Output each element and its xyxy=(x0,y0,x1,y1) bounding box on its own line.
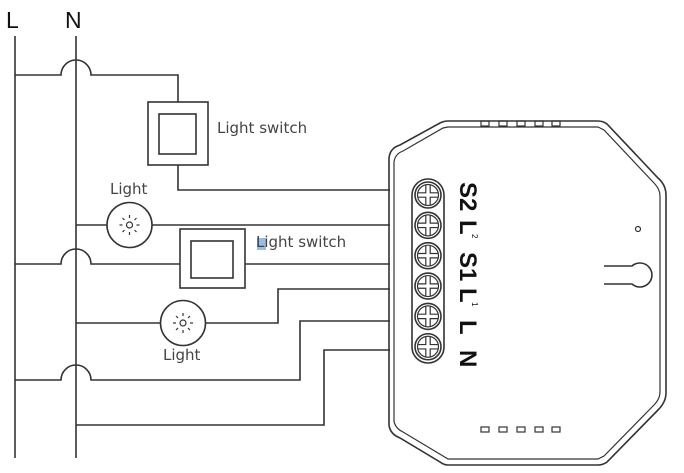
light-2-bulb-icon xyxy=(159,299,207,347)
terminal-screw-icon xyxy=(414,181,442,209)
light-1-label: Light xyxy=(110,180,148,198)
terminal-screw-icon xyxy=(414,211,442,240)
wire-l-to-l-terminal xyxy=(15,320,390,381)
wire-n-to-n-terminal xyxy=(76,349,390,426)
light-switch-2-label: Light switch xyxy=(256,233,346,251)
terminal-label: S1 xyxy=(454,252,481,281)
terminal-label: L xyxy=(454,288,481,303)
line-bus-label: L xyxy=(6,7,19,33)
light-switch-1 xyxy=(147,101,209,166)
terminal-screw-icon xyxy=(414,272,442,300)
light-switch-1-label: Light switch xyxy=(217,119,307,137)
terminal-screw-icon xyxy=(414,302,442,331)
terminal-label-superscript: 1 xyxy=(470,302,479,307)
wire-switch-1-to-s2 xyxy=(177,165,390,191)
terminal-label: L xyxy=(454,320,481,335)
terminal-label: L xyxy=(454,220,481,235)
light-1-bulb-icon xyxy=(106,201,153,249)
wire-l-to-switch-2 xyxy=(15,248,180,265)
wire-light-2-to-l1 xyxy=(206,288,390,324)
terminal-label: S2 xyxy=(454,182,481,211)
wire-l-to-switch-1 xyxy=(15,59,179,102)
reset-button-icon xyxy=(604,262,653,288)
terminal-block xyxy=(411,178,445,364)
terminal-screw-icon xyxy=(414,241,442,270)
smart-switch-module xyxy=(388,120,667,466)
status-led-icon xyxy=(634,225,642,233)
terminal-label-superscript: 2 xyxy=(470,234,479,239)
light-switch-2 xyxy=(179,228,246,289)
text-selection-highlight xyxy=(257,238,266,250)
terminal-label: N xyxy=(454,350,481,367)
light-2-label: Light xyxy=(163,346,201,364)
terminal-screw-icon xyxy=(414,332,442,361)
neutral-bus-label: N xyxy=(65,7,82,33)
